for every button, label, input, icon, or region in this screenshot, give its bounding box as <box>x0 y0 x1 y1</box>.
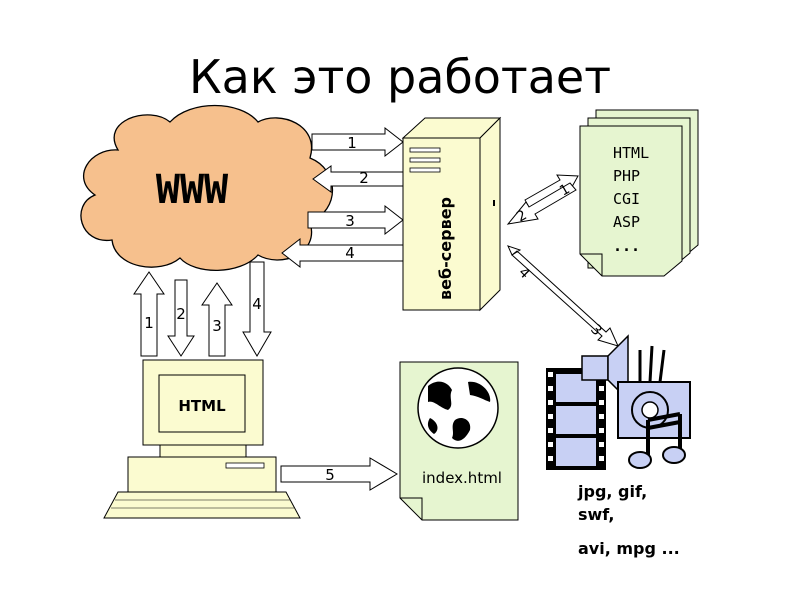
arrow-number-5: 5 <box>325 466 335 484</box>
monitor-stand <box>159 444 247 458</box>
index-sheet-fold <box>400 497 423 520</box>
server-side <box>479 116 501 312</box>
arrow-server-to-www-2 <box>312 165 404 193</box>
server-docs-arrows <box>506 174 579 225</box>
arrow-cloud-to-pc-4 <box>242 261 272 357</box>
speaker-icon <box>581 334 629 402</box>
server-scripts-stack: HTML PHP CGI ASP ... <box>579 109 699 277</box>
arrow-number-3: 3 <box>345 212 355 230</box>
server-slot <box>409 147 441 153</box>
arrow-number-4: 4 <box>252 295 262 313</box>
arrow-pc-to-cloud-1 <box>133 271 165 357</box>
index-page-label: index.html <box>422 469 502 487</box>
doc-line: ASP <box>613 213 640 231</box>
media-caption-line2: swf, <box>578 505 614 524</box>
arrow-www-to-server-3 <box>307 204 404 236</box>
drive-slot <box>225 462 265 469</box>
keyboard <box>103 491 301 519</box>
cloud-pc-arrows <box>133 261 272 357</box>
doc-line: ... <box>613 237 640 255</box>
arrow-number-1: 1 <box>144 314 154 332</box>
server-label: веб-сервер <box>436 197 455 300</box>
arrow-www-to-server-1 <box>311 126 404 158</box>
server-slot <box>409 167 441 173</box>
doc-sheet-fold <box>580 253 603 276</box>
arrow-number-2: 2 <box>176 305 186 323</box>
system-unit <box>127 456 277 493</box>
monitor-screen <box>158 374 246 433</box>
globe-icon <box>417 367 499 449</box>
arrow-number-1: 1 <box>347 134 357 152</box>
arrow-number-2: 2 <box>359 169 369 187</box>
arrow-server-media <box>507 245 619 347</box>
arrow-cloud-to-pc-2 <box>167 279 195 357</box>
page-title: Как это работает <box>188 50 612 104</box>
client-computer: HTML <box>103 359 301 519</box>
cloud-label: WWW <box>156 167 229 213</box>
arrow-number-4: 4 <box>345 244 355 262</box>
server-front <box>402 137 481 311</box>
media-files <box>546 334 691 470</box>
doc-line: CGI <box>613 190 640 208</box>
media-caption-line1: jpg, gif, <box>577 482 647 501</box>
arrow-docs-to-server-2 <box>506 182 577 225</box>
arrow-pc-to-index-5 <box>280 457 398 491</box>
screen-label: HTML <box>178 397 226 415</box>
server-slot <box>409 157 441 163</box>
music-note-icon <box>628 412 686 469</box>
index-page: index.html <box>399 361 519 521</box>
www-server-arrows <box>281 126 404 269</box>
doc-line: PHP <box>613 167 640 185</box>
film-strip-icon <box>546 368 606 470</box>
arrow-number-3: 3 <box>212 317 222 335</box>
doc-line: HTML <box>613 144 649 162</box>
pc-index-arrow <box>280 457 398 491</box>
web-server: веб-сервер <box>401 116 502 312</box>
server-media-arrow <box>507 245 619 347</box>
arrow-server-to-www-4 <box>281 237 404 269</box>
arrow-number-4: 4 <box>515 265 533 283</box>
arrow-pc-to-cloud-3 <box>201 282 233 357</box>
media-caption-line3: avi, mpg ... <box>578 539 680 558</box>
